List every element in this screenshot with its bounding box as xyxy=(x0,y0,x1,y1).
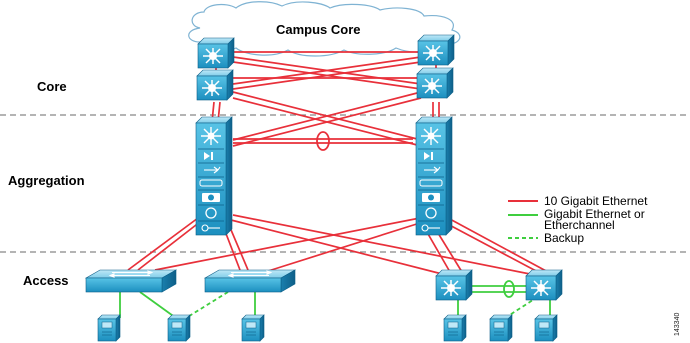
access-switch-1-icon xyxy=(85,269,177,293)
cloud-icon xyxy=(188,1,461,57)
server-icon xyxy=(489,314,513,342)
legend-swatches xyxy=(508,200,538,239)
gig-links xyxy=(119,280,551,320)
access-tier-label: Access xyxy=(23,273,69,288)
etherchannel-icon xyxy=(503,280,515,298)
aggregation-switch-right-icon xyxy=(415,116,453,236)
aggregation-tier-label: Aggregation xyxy=(8,173,85,188)
campus-core-switch-left-icon xyxy=(197,37,235,69)
access-multilayer-switch-1-icon xyxy=(435,269,473,301)
ten-gig-links xyxy=(127,51,549,277)
campus-core-switch-right-icon xyxy=(417,34,455,66)
core-switch-right-icon xyxy=(416,67,454,99)
server-icon xyxy=(241,314,265,342)
server-icon xyxy=(167,314,191,342)
access-multilayer-switch-2-icon xyxy=(525,269,563,301)
core-tier-label: Core xyxy=(37,79,67,94)
legend-gig-label-line1: Gigabit Ethernet or xyxy=(544,207,645,221)
aggregation-switch-left-icon xyxy=(195,116,233,236)
backup-links xyxy=(185,291,537,319)
access-switch-2-icon xyxy=(204,269,296,293)
server-icon xyxy=(97,314,121,342)
legend-gig-label-line2: Etherchannel xyxy=(544,218,615,232)
server-icon xyxy=(534,314,558,342)
tier-dividers xyxy=(0,114,690,253)
legend-backup-label: Backup xyxy=(544,231,585,245)
figure-id: 143340 xyxy=(674,312,681,336)
legend-ten-gig-label: 10 Gigabit Ethernet xyxy=(544,194,648,208)
server-icon xyxy=(443,314,467,342)
core-switch-left-icon xyxy=(196,69,234,101)
campus-core-label: Campus Core xyxy=(276,22,361,37)
